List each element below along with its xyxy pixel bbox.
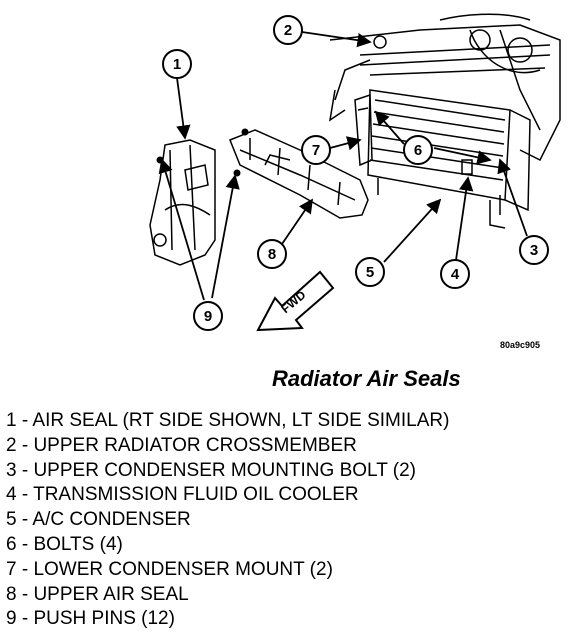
callout-3: 3: [519, 235, 549, 265]
upper-air-seal-drawing: [229, 129, 369, 219]
legend-item: 5 - A/C CONDENSER: [6, 509, 191, 531]
callout-8: 8: [257, 239, 287, 269]
legend-item: 7 - LOWER CONDENSER MOUNT (2): [6, 558, 333, 580]
legend-item: 1 - AIR SEAL (RT SIDE SHOWN, LT SIDE SIM…: [6, 410, 450, 431]
callout-9: 9: [193, 301, 223, 331]
callout-1: 1: [162, 49, 192, 79]
legend-item: 3 - UPPER CONDENSER MOUNTING BOLT (2): [6, 459, 416, 481]
legend-item: 9 - PUSH PINS (12): [6, 608, 175, 630]
callout-2: 2: [273, 15, 303, 45]
callout-5-label: 5: [366, 264, 374, 281]
callout-5: 5: [355, 257, 385, 287]
callout-3-label: 3: [530, 242, 538, 259]
callout-1-label: 1: [173, 56, 181, 73]
push-pin-icon: [241, 128, 249, 136]
leader-lines: [158, 31, 528, 301]
exploded-diagram: FWD 1 2 3 4 5 6 7: [149, 13, 561, 332]
callout-4-label: 4: [451, 266, 460, 283]
legend-item: 2 - UPPER RADIATOR CROSSMEMBER: [6, 434, 357, 456]
legend-item: 4 - TRANSMISSION FLUID OIL COOLER: [6, 484, 359, 506]
radiator-crossmember-drawing: [328, 13, 561, 162]
diagram-title: Radiator Air Seals: [272, 366, 461, 391]
callout-6-label: 6: [414, 142, 422, 159]
callout-6: 6: [403, 135, 433, 165]
callout-2-label: 2: [284, 22, 292, 39]
callout-7: 7: [301, 135, 331, 165]
legend-list: 1 - AIR SEAL (RT SIDE SHOWN, LT SIDE SIM…: [6, 409, 449, 632]
condenser-drawing: [367, 89, 531, 229]
callout-7-label: 7: [312, 142, 320, 159]
legend-item: 8 - UPPER AIR SEAL: [6, 583, 189, 605]
callout-4: 4: [440, 259, 470, 289]
figure-code: 80a9c905: [500, 340, 541, 350]
push-pin-icon: [233, 169, 241, 177]
fwd-arrow: FWD: [256, 270, 335, 332]
callout-9-label: 9: [204, 308, 212, 325]
legend-item: 6 - BOLTS (4): [6, 533, 123, 555]
callout-8-label: 8: [268, 246, 276, 263]
